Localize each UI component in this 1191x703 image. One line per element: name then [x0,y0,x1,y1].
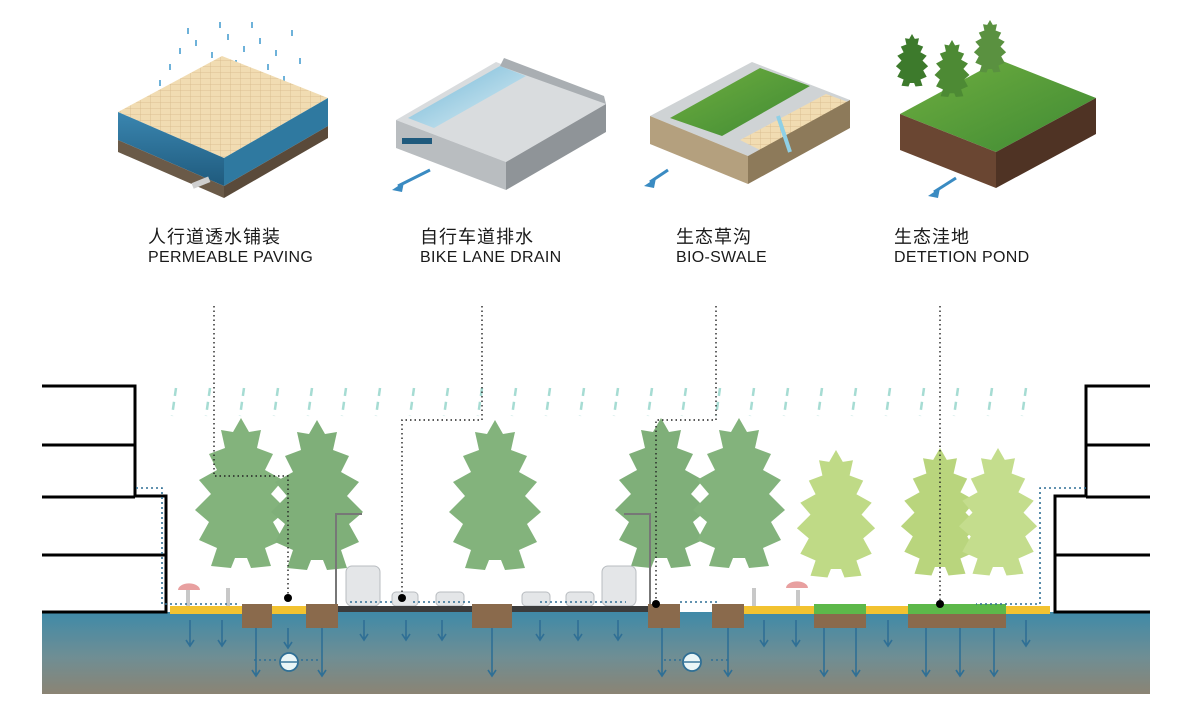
label-en: BIO-SWALE [676,249,767,267]
trees [195,418,1037,578]
label-permeable-paving: 人行道透水铺装 PERMEABLE PAVING [148,228,313,267]
bio-swale-illustration [644,62,850,188]
label-zh: 人行道透水铺装 [148,228,313,249]
detention-pond-illustration [896,20,1096,198]
label-bike-lane-drain: 自行车道排水 BIKE LANE DRAIN [420,228,561,267]
label-bio-swale: 生态草沟 BIO-SWALE [676,228,767,267]
building-left [42,386,166,612]
label-en: PERMEABLE PAVING [148,249,313,267]
label-zh: 生态洼地 [894,228,1029,249]
building-right [1055,386,1150,612]
vehicles [346,566,636,606]
rain-lines [172,388,1026,416]
label-detention-pond: 生态洼地 DETETION POND [894,228,1029,267]
pedestrians [178,581,808,606]
bike-lane-drain-illustration [392,58,606,192]
label-zh: 生态草沟 [676,228,767,249]
label-en: BIKE LANE DRAIN [420,249,561,267]
label-zh: 自行车道排水 [420,228,561,249]
permeable-paving-illustration [118,22,328,198]
label-en: DETETION POND [894,249,1029,267]
